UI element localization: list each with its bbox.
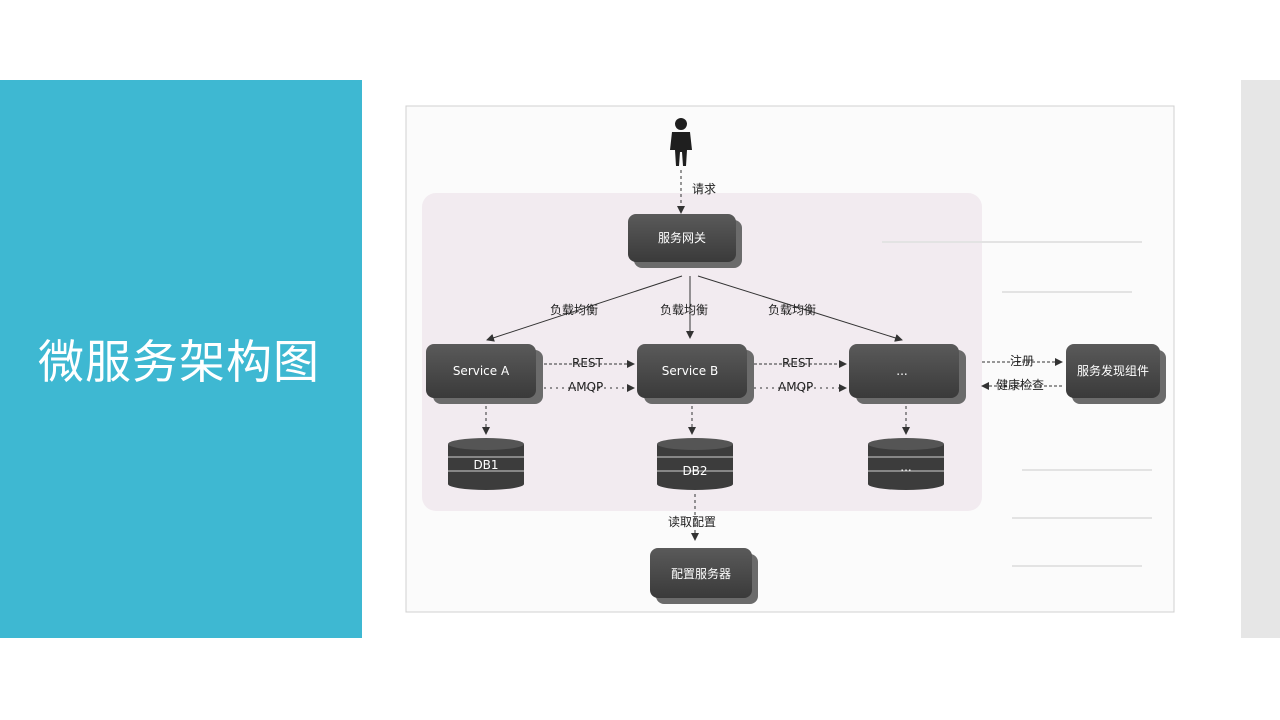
db2-label: DB2 <box>682 464 707 478</box>
slide-title: 微服务架构图 <box>38 335 320 389</box>
rest-label-1: REST <box>572 356 604 370</box>
db-arrows <box>482 406 910 435</box>
service-a-box: Service A <box>426 344 543 404</box>
service-b-label: Service B <box>662 364 718 378</box>
db2-cylinder: DB2 <box>657 438 733 490</box>
db1-label: DB1 <box>473 458 498 472</box>
architecture-diagram: 请求 服务网关 负载均衡 负载均衡 负载均衡 Service A Service… <box>405 105 1175 613</box>
discovery-box: 服务发现组件 <box>1066 344 1166 404</box>
service-more-box: ... <box>849 344 966 404</box>
db1-cylinder: DB1 <box>448 438 524 490</box>
right-gray-strip <box>1241 80 1280 638</box>
request-label: 请求 <box>692 182 716 196</box>
health-check-label: 健康检查 <box>996 377 1044 392</box>
amqp-label-1: AMQP <box>568 380 603 394</box>
db-more-cylinder: ... <box>868 438 944 490</box>
bleed-through-text <box>882 241 1152 567</box>
config-server-box: 配置服务器 <box>650 548 758 604</box>
service-a-label: Service A <box>453 364 510 378</box>
load-balance-label-c: 负载均衡 <box>768 303 816 317</box>
load-balance-label-b: 负载均衡 <box>660 303 708 317</box>
title-panel <box>0 80 362 638</box>
gateway-box: 服务网关 <box>628 214 742 268</box>
discovery-label: 服务发现组件 <box>1077 363 1149 378</box>
register-label: 注册 <box>1010 353 1034 368</box>
discovery-links <box>981 358 1063 390</box>
amqp-label-2: AMQP <box>778 380 813 394</box>
service-links <box>544 360 847 392</box>
gateway-label: 服务网关 <box>658 230 706 245</box>
read-config-label: 读取配置 <box>668 515 716 529</box>
load-balance-label-a: 负载均衡 <box>550 303 598 317</box>
service-b-box: Service B <box>637 344 754 404</box>
config-server-label: 配置服务器 <box>671 566 731 581</box>
service-more-label: ... <box>896 364 907 378</box>
db-more-label: ... <box>900 460 911 474</box>
rest-label-2: REST <box>782 356 814 370</box>
load-balance-arrows <box>486 275 903 342</box>
diagram-photo: 请求 服务网关 负载均衡 负载均衡 负载均衡 Service A Service… <box>362 80 1241 638</box>
user-icon <box>670 118 692 166</box>
